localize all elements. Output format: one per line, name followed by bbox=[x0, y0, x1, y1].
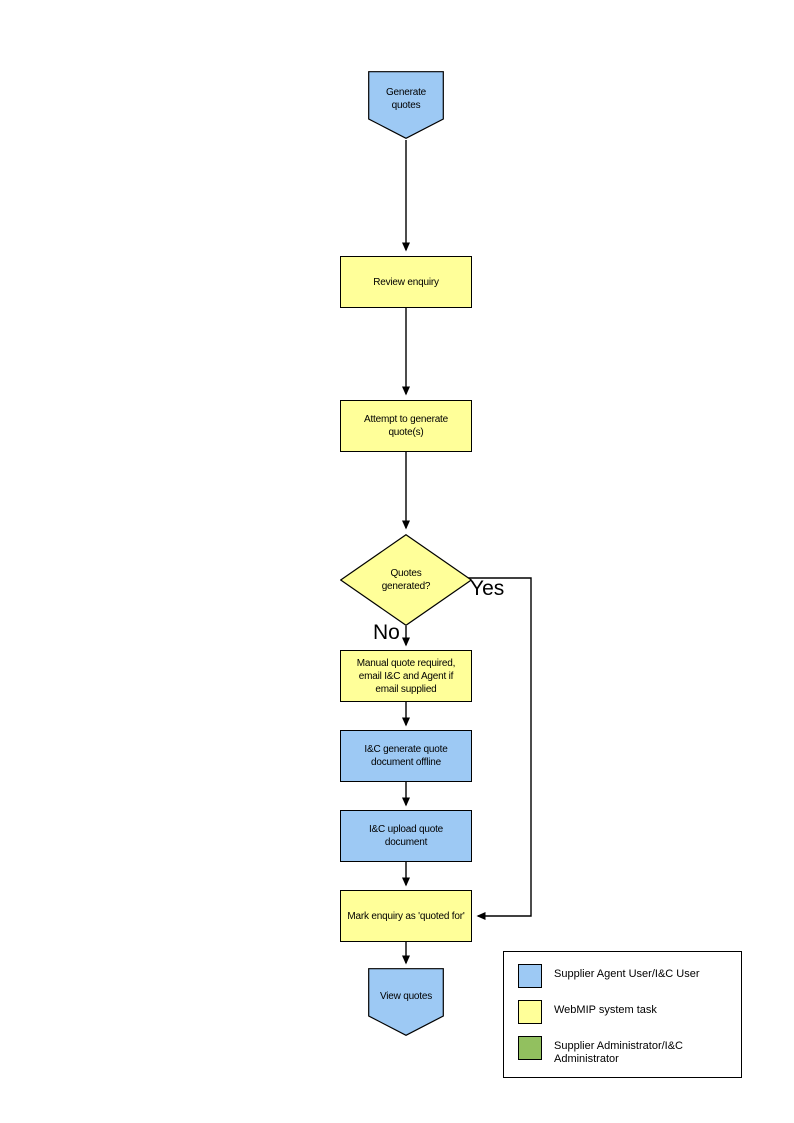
node-view-quotes[interactable]: View quotes bbox=[368, 968, 444, 1036]
legend-label-admin: Supplier Administrator/I&C Administrator bbox=[554, 1040, 683, 1065]
node-view-quotes-label: View quotes bbox=[379, 990, 433, 1002]
node-manual-quote-required[interactable]: Manual quote required,email I&C and Agen… bbox=[340, 650, 472, 702]
legend-label-system: WebMIP system task bbox=[554, 1004, 657, 1016]
legend-swatch-system-icon bbox=[518, 1000, 542, 1024]
legend-swatch-user-icon bbox=[518, 964, 542, 988]
node-review-enquiry[interactable]: Review enquiry bbox=[340, 256, 472, 308]
pentagon-shape bbox=[368, 71, 444, 139]
legend-swatch-admin-icon bbox=[518, 1036, 542, 1060]
node-manual-quote-required-label: Manual quote required,email I&C and Agen… bbox=[356, 657, 456, 695]
edge-label-no: No bbox=[373, 621, 400, 644]
legend-item-system: WebMIP system task bbox=[518, 1000, 731, 1024]
edge-decision-yes-to-mark bbox=[456, 577, 532, 920]
legend-label-user: Supplier Agent User/I&C User bbox=[554, 968, 700, 980]
pentagon-shape bbox=[368, 968, 444, 1036]
legend: Supplier Agent User/I&C User WebMIP syst… bbox=[503, 951, 742, 1078]
node-review-enquiry-label: Review enquiry bbox=[373, 276, 439, 288]
node-mark-enquiry-quoted-for[interactable]: Mark enquiry as 'quoted for' bbox=[340, 890, 472, 942]
node-mark-enquiry-quoted-for-label: Mark enquiry as 'quoted for' bbox=[347, 910, 465, 922]
edge-label-yes: Yes bbox=[470, 577, 505, 600]
diamond-shape bbox=[340, 534, 472, 626]
legend-item-admin: Supplier Administrator/I&C Administrator bbox=[518, 1036, 731, 1066]
legend-item-user: Supplier Agent User/I&C User bbox=[518, 964, 731, 988]
